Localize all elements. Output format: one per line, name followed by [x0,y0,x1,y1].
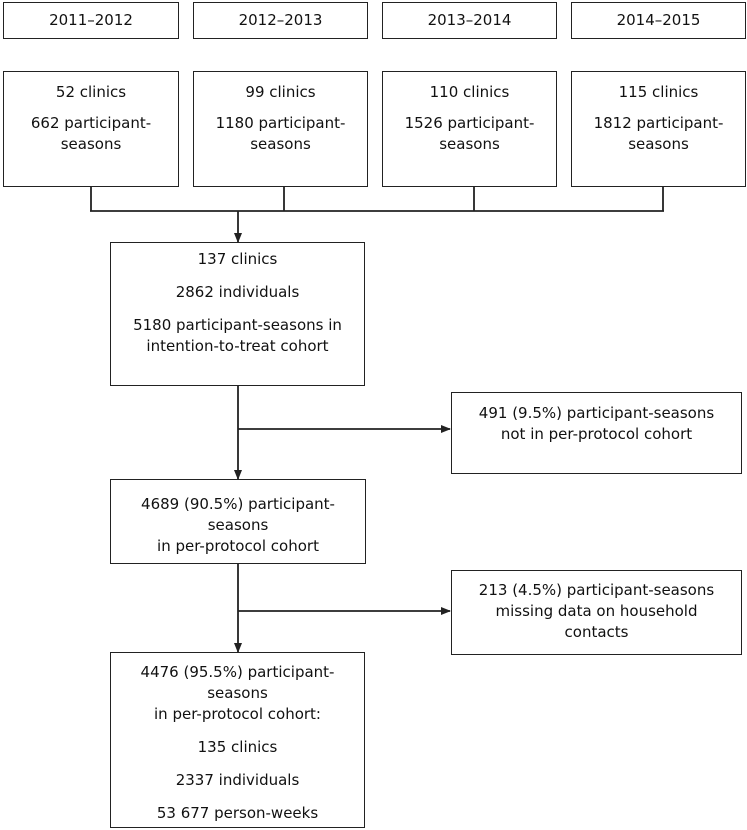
pp-cohort-label: in per-protocol cohort [157,537,319,555]
season-count-box-2014-2015: 115 clinics 1812 participant- seasons [571,71,746,187]
season-count-box-2013-2014: 110 clinics 1526 participant- seasons [382,71,557,187]
season-label: 2014–2015 [616,11,701,29]
participant-seasons-count: 1180 participant- [215,114,346,132]
season-header-2013-2014: 2013–2014 [382,2,557,39]
participant-seasons-count: 1812 participant- [593,114,724,132]
excluded-pp-reason: not in per-protocol cohort [500,425,693,443]
participant-seasons-count-cont: seasons [628,135,689,153]
clinics-count: 115 clinics [618,83,699,101]
final-individuals: 2337 individuals [175,771,300,789]
final-person-weeks: 53 677 person-weeks [156,804,319,822]
participant-seasons-count: 1526 participant- [404,114,535,132]
clinics-count: 99 clinics [245,83,316,101]
participant-seasons-count-cont: seasons [60,135,122,153]
season-label: 2011–2012 [49,11,133,29]
season-count-box-2012-2013: 99 clinics 1180 participant- seasons [193,71,368,187]
season-label: 2012–2013 [238,11,323,29]
final-cohort-label: in per-protocol cohort: [154,705,321,723]
excluded-missing-reason: missing data on household [495,602,698,620]
itt-clinics: 137 clinics [197,250,278,268]
season-header-2011-2012: 2011–2012 [3,2,179,39]
pp-cohort-box: 4689 (90.5%) participant-seasons in per-… [110,479,366,564]
itt-cohort-label: intention-to-treat cohort [146,337,329,355]
final-cohort-box: 4476 (95.5%) participant-seasons in per-… [110,652,365,828]
excluded-missing-count: 213 (4.5%) participant-seasons [478,581,715,599]
clinics-count: 52 clinics [55,83,127,101]
itt-individuals: 2862 individuals [175,283,300,301]
pp-participant-seasons: 4689 (90.5%) participant-seasons [141,495,335,534]
clinics-count: 110 clinics [429,83,510,101]
season-label: 2013–2014 [427,11,512,29]
itt-participant-seasons: 5180 participant-seasons in [133,316,342,334]
final-participant-seasons: 4476 (95.5%) participant-seasons [140,663,335,702]
participant-seasons-count-cont: seasons [250,135,311,153]
excluded-missing-reason-cont: contacts [564,623,629,641]
excluded-pp-count: 491 (9.5%) participant-seasons [478,404,715,422]
excluded-missing-box: 213 (4.5%) participant-seasons missing d… [451,570,742,655]
season-header-2012-2013: 2012–2013 [193,2,368,39]
excluded-pp-box: 491 (9.5%) participant-seasons not in pe… [451,392,742,474]
final-clinics: 135 clinics [197,738,278,756]
itt-cohort-box: 137 clinics 2862 individuals 5180 partic… [110,242,365,386]
season-header-2014-2015: 2014–2015 [571,2,746,39]
participant-seasons-count-cont: seasons [439,135,500,153]
participant-seasons-count: 662 participant- [30,114,152,132]
season-count-box-2011-2012: 52 clinics 662 participant- seasons [3,71,179,187]
